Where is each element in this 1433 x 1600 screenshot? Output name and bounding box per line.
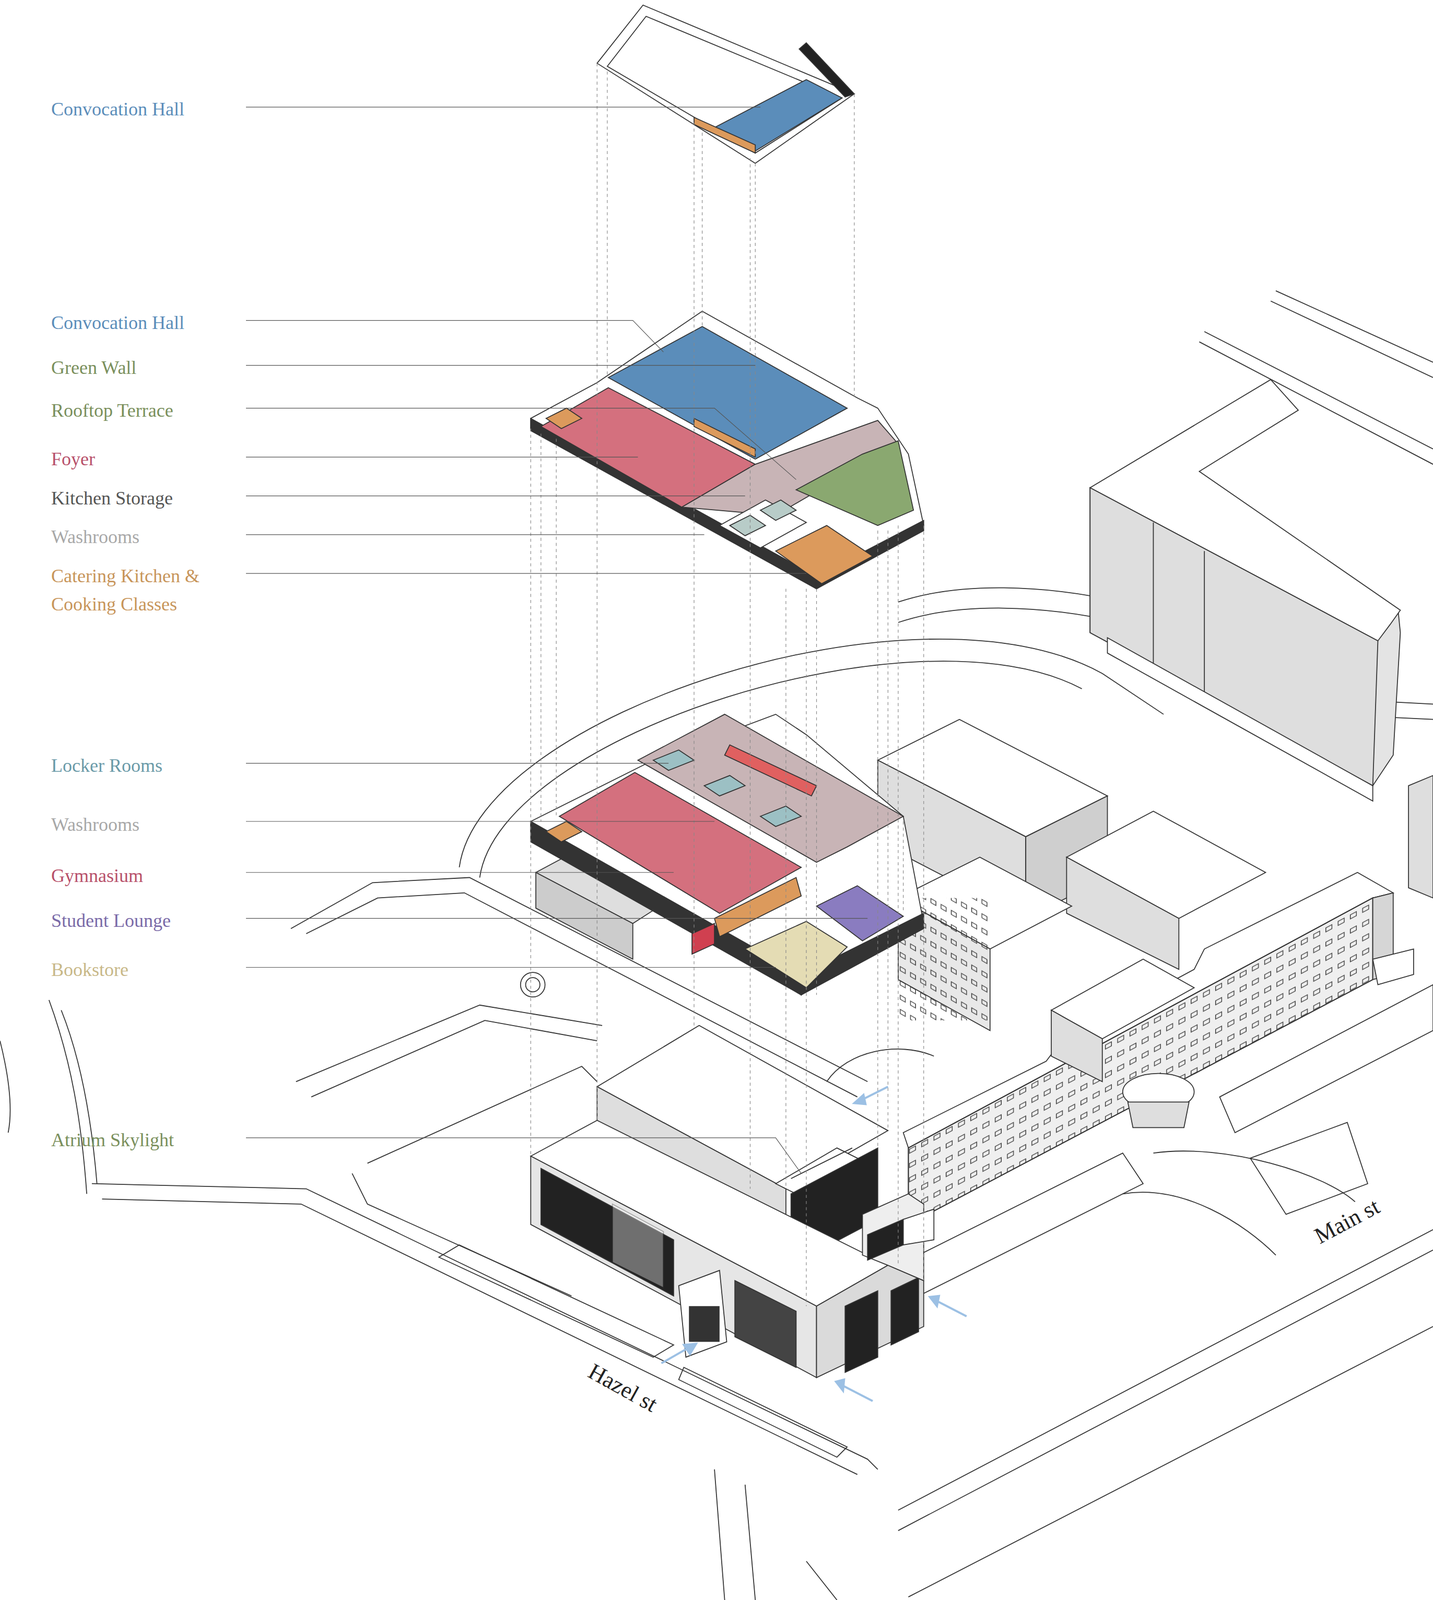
program-label: Convocation Hall <box>51 95 185 124</box>
program-label: Rooftop Terrace <box>51 396 174 425</box>
program-label: Foyer <box>51 444 96 474</box>
program-label: Gymnasium <box>51 861 144 890</box>
program-label: Catering Kitchen & Cooking Classes <box>51 561 229 619</box>
program-label: Green Wall <box>51 353 137 382</box>
program-label: Student Lounge <box>51 906 171 935</box>
program-label: Locker Rooms <box>51 751 163 780</box>
program-label: Washrooms <box>51 522 140 551</box>
program-label: Atrium Skylight <box>51 1125 174 1155</box>
program-label: Washrooms <box>51 810 140 839</box>
street-name: Hazel st <box>579 1356 666 1421</box>
program-label: Kitchen Storage <box>51 484 173 513</box>
street-name: Main st <box>1306 1191 1389 1252</box>
program-label: Bookstore <box>51 955 129 984</box>
program-label: Convocation Hall <box>51 308 185 337</box>
